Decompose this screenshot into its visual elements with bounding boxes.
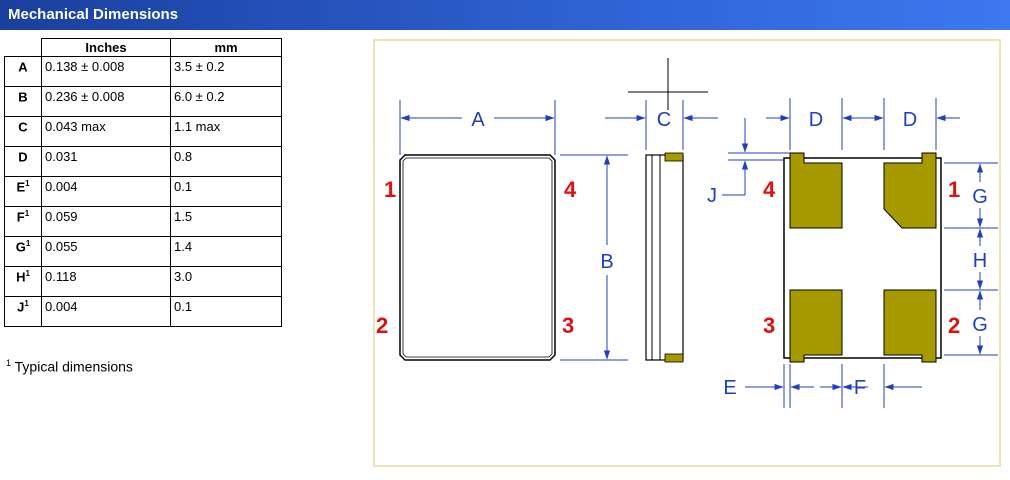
table-header-row: Inches mm bbox=[4, 38, 282, 57]
row-label-sup: 1 bbox=[25, 269, 30, 278]
row-label: J1 bbox=[4, 296, 42, 327]
dimension-label-d-right: D bbox=[903, 109, 917, 131]
row-label: C bbox=[4, 116, 42, 147]
column-header-blank bbox=[4, 38, 42, 57]
inches-cell: 0.236 ± 0.008 bbox=[41, 86, 171, 117]
row-label-text: C bbox=[18, 119, 28, 135]
row-label: D bbox=[4, 146, 42, 177]
dimension-a bbox=[399, 100, 556, 155]
dimension-label-f: F bbox=[854, 377, 866, 399]
pin-label-4: 4 bbox=[564, 177, 577, 202]
row-label-sup: 1 bbox=[24, 209, 30, 218]
row-label: F1 bbox=[4, 206, 42, 237]
table-row: G1 0.055 1.4 bbox=[4, 236, 282, 267]
inches-cell: 0.059 bbox=[41, 206, 171, 237]
dimension-label-g-top: G bbox=[972, 186, 988, 208]
dimension-ef bbox=[745, 364, 922, 408]
table-row: D 0.031 0.8 bbox=[4, 146, 282, 177]
row-label-text: G bbox=[15, 239, 26, 255]
pad-label-1: 1 bbox=[948, 177, 960, 202]
table-row: E1 0.004 0.1 bbox=[4, 176, 282, 207]
inches-cell: 0.138 ± 0.008 bbox=[41, 56, 171, 87]
dimension-label-b: B bbox=[600, 251, 613, 273]
section-header: Mechanical Dimensions bbox=[0, 0, 1010, 30]
top-view: 1 4 2 3 bbox=[376, 154, 577, 361]
table-row: B 0.236 ± 0.008 6.0 ± 0.2 bbox=[4, 86, 282, 117]
mm-cell: 1.1 max bbox=[170, 116, 282, 147]
table-row: A 0.138 ± 0.008 3.5 ± 0.2 bbox=[4, 56, 282, 87]
dimension-d bbox=[766, 98, 960, 150]
row-label: H1 bbox=[4, 266, 42, 297]
dimension-label-d-left: D bbox=[809, 109, 823, 131]
dimension-b bbox=[560, 154, 628, 361]
footnote-marker: 1 bbox=[6, 358, 12, 368]
row-label-text: E bbox=[16, 179, 26, 195]
row-label: G1 bbox=[4, 236, 42, 267]
row-label-text: H bbox=[16, 269, 26, 285]
section-title: Mechanical Dimensions bbox=[8, 6, 179, 23]
inches-cell: 0.031 bbox=[41, 146, 171, 177]
column-header-mm: mm bbox=[170, 38, 282, 57]
table-row: F1 0.059 1.5 bbox=[4, 206, 282, 237]
pin-label-3: 3 bbox=[562, 313, 574, 338]
row-label-text: J bbox=[17, 299, 25, 315]
mm-cell: 1.4 bbox=[170, 236, 282, 267]
dimension-label-a: A bbox=[471, 109, 485, 131]
row-label-sup: 1 bbox=[25, 179, 30, 188]
mm-cell: 3.0 bbox=[170, 266, 282, 297]
pad-4 bbox=[789, 152, 843, 229]
pin-label-1: 1 bbox=[384, 177, 396, 202]
mm-cell: 0.1 bbox=[170, 296, 282, 327]
side-view bbox=[628, 58, 708, 363]
table-row: J1 0.004 0.1 bbox=[4, 296, 282, 327]
mm-cell: 6.0 ± 0.2 bbox=[170, 86, 282, 117]
row-label-text: D bbox=[18, 149, 28, 165]
pad-1 bbox=[883, 152, 937, 229]
dimension-gh bbox=[944, 162, 998, 356]
pad-label-2: 2 bbox=[948, 313, 960, 338]
inches-cell: 0.004 bbox=[41, 176, 171, 207]
mm-cell: 0.1 bbox=[170, 176, 282, 207]
dimension-c bbox=[605, 100, 718, 150]
inches-cell: 0.055 bbox=[41, 236, 171, 267]
table-row: C 0.043 max 1.1 max bbox=[4, 116, 282, 147]
dimension-label-e: E bbox=[723, 377, 736, 399]
mm-cell: 3.5 ± 0.2 bbox=[170, 56, 282, 87]
pin-label-2: 2 bbox=[376, 313, 388, 338]
table-row: H1 0.118 3.0 bbox=[4, 266, 282, 297]
pad-3 bbox=[789, 289, 843, 363]
row-label-text: A bbox=[18, 59, 28, 75]
inches-cell: 0.043 max bbox=[41, 116, 171, 147]
row-label-text: B bbox=[18, 89, 28, 105]
pad-label-3: 3 bbox=[763, 313, 775, 338]
footnote-text: Typical dimensions bbox=[14, 358, 133, 375]
mm-cell: 1.5 bbox=[170, 206, 282, 237]
dimensions-table: Inches mm A 0.138 ± 0.008 3.5 ± 0.2 B 0.… bbox=[4, 38, 282, 327]
column-header-inches: Inches bbox=[41, 38, 171, 57]
pad-label-4: 4 bbox=[763, 177, 776, 202]
row-label: E1 bbox=[4, 176, 42, 207]
inches-cell: 0.004 bbox=[41, 296, 171, 327]
package-inner-outline bbox=[402, 157, 553, 358]
mechanical-drawing: 1 4 2 3 A B C bbox=[373, 39, 1001, 467]
bottom-view: 4 1 3 2 bbox=[763, 152, 960, 363]
footnote: 1 Typical dimensions bbox=[6, 358, 133, 375]
row-label-sup: 1 bbox=[24, 299, 29, 308]
row-label: A bbox=[4, 56, 42, 87]
package-outline bbox=[399, 154, 556, 361]
row-label: B bbox=[4, 86, 42, 117]
pad-2 bbox=[883, 289, 937, 363]
inches-cell: 0.118 bbox=[41, 266, 171, 297]
dimension-j bbox=[722, 118, 790, 196]
dimension-label-c: C bbox=[657, 109, 671, 131]
mm-cell: 0.8 bbox=[170, 146, 282, 177]
row-label-text: F bbox=[16, 209, 25, 225]
dimension-label-g-bottom: G bbox=[972, 314, 988, 336]
row-label-sup: 1 bbox=[25, 239, 31, 248]
dimension-label-h: H bbox=[973, 250, 987, 272]
dimension-label-j: J bbox=[707, 185, 717, 207]
